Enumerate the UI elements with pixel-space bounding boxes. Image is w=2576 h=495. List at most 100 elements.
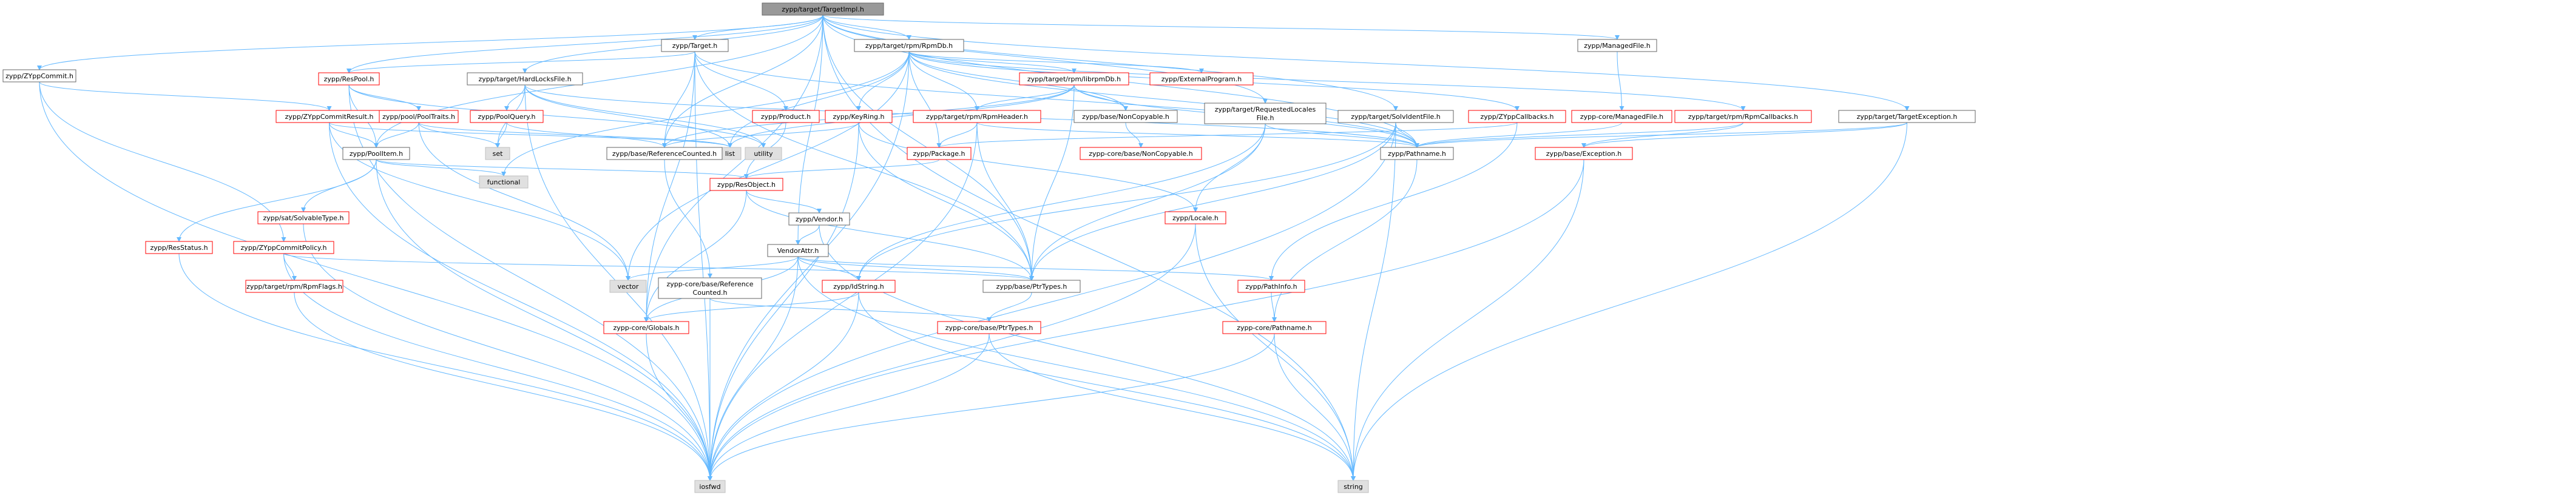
edge-commitresult-to-poolitem	[329, 122, 379, 148]
node-pooltraits-label-line: zypp/pool/PoolTraits.h	[382, 113, 455, 121]
node-globals[interactable]: zypp-core/Globals.h	[603, 321, 689, 334]
edge-root-to-globals	[644, 15, 823, 322]
node-respool[interactable]: zypp/ResPool.h	[318, 72, 380, 86]
node-refcounted-label-line: zypp/base/ReferenceCounted.h	[612, 150, 717, 158]
edge-hardlocks-to-poolquery	[504, 84, 526, 111]
node-solvidentfile[interactable]: zypp/target/SolvIdentFile.h	[1337, 110, 1454, 123]
edge-baseexc-to-string	[1351, 159, 1584, 481]
node-commitpolicy-box	[233, 241, 334, 254]
edge-reqlocales-to-idstring	[856, 123, 1266, 281]
node-corepathname-label: zypp-core/Pathname.h	[1237, 324, 1312, 332]
node-targetexc[interactable]: zypp/target/TargetException.h	[1838, 110, 1976, 123]
node-reqlocales-label-line: File.h	[1257, 114, 1274, 122]
node-zyppcallbacks-box	[1468, 110, 1566, 123]
edge-solvabletype-to-iosfwd	[303, 223, 712, 481]
node-root-label-line: zypp/target/TargetImpl.h	[782, 5, 864, 13]
node-vendor[interactable]: zypp/Vendor.h	[788, 212, 850, 226]
edge-target-to-respool	[347, 51, 695, 73]
node-poolquery[interactable]: zypp/PoolQuery.h	[470, 110, 544, 123]
node-pathname-label-line: zypp/Pathname.h	[1388, 150, 1446, 158]
edge-commitresult-to-vector	[329, 122, 630, 281]
node-vendorattr[interactable]: VendorAttr.h	[767, 244, 829, 257]
edge-corerefcounted-to-coreptrtypes	[709, 298, 992, 322]
node-string-label-line: string	[1344, 483, 1363, 491]
node-zyppcallbacks[interactable]: zypp/ZYppCallbacks.h	[1468, 110, 1566, 123]
node-poolitem-label-line: zypp/PoolItem.h	[350, 150, 403, 158]
node-hardlocks[interactable]: zypp/target/HardLocksFile.h	[467, 72, 583, 86]
node-ptrtypes-label-line: zypp/base/PtrTypes.h	[996, 283, 1067, 291]
node-target-label: zypp/Target.h	[672, 42, 717, 50]
node-target[interactable]: zypp/Target.h	[661, 39, 729, 52]
node-product-box	[752, 110, 820, 123]
node-package[interactable]: zypp/Package.h	[907, 147, 972, 160]
node-corerefcounted-box	[658, 277, 762, 299]
node-refcounted[interactable]: zypp/base/ReferenceCounted.h	[606, 147, 723, 160]
edge-keyring-to-refcounted	[662, 122, 859, 148]
edge-targetexc-to-pathname	[1415, 122, 1907, 148]
edge-rpmdb-to-librpmdb	[908, 51, 1077, 73]
edge-commitresult-to-iosfwd	[329, 122, 712, 481]
node-managedfile-box	[1577, 39, 1657, 52]
edge-idstring-to-string	[858, 292, 1356, 481]
node-ptrtypes[interactable]: zypp/base/PtrTypes.h	[982, 280, 1081, 293]
node-idstring-box	[822, 280, 896, 293]
edge-rpmdb-to-pathname	[908, 51, 1419, 148]
node-functional-box	[479, 175, 529, 189]
node-rpmheader[interactable]: zypp/target/rpm/RpmHeader.h	[913, 110, 1041, 123]
edges	[37, 15, 1910, 481]
edge-refcounted-to-corerefcounted	[664, 159, 712, 278]
node-pathname[interactable]: zypp/Pathname.h	[1380, 147, 1454, 160]
node-coremanagedfile[interactable]: zypp-core/ManagedFile.h	[1571, 110, 1672, 123]
node-resobject-label: zypp/ResObject.h	[717, 181, 776, 189]
node-resobject[interactable]: zypp/ResObject.h	[709, 178, 783, 191]
edge-target-to-product	[694, 51, 788, 111]
node-locale[interactable]: zypp/Locale.h	[1165, 211, 1226, 224]
node-product-label-line: zypp/Product.h	[761, 113, 811, 121]
node-baseexc[interactable]: zypp/base/Exception.h	[1535, 147, 1633, 160]
node-corenoncopy[interactable]: zypp-core/base/NonCopyable.h	[1080, 147, 1202, 160]
node-corenoncopy-label-line: zypp-core/base/NonCopyable.h	[1089, 150, 1193, 158]
node-pooltraits[interactable]: zypp/pool/PoolTraits.h	[379, 110, 459, 123]
node-functional-label-line: functional	[487, 178, 521, 186]
node-respool-box	[318, 72, 380, 86]
node-rpmflags[interactable]: zypp/target/rpm/RpmFlags.h	[245, 280, 343, 293]
node-librpmdb[interactable]: zypp/target/rpm/librpmDb.h	[1019, 72, 1129, 86]
node-idstring[interactable]: zypp/IdString.h	[822, 280, 896, 293]
node-iosfwd-box	[694, 480, 726, 493]
node-corepathname[interactable]: zypp-core/Pathname.h	[1222, 321, 1327, 334]
node-pathinfo[interactable]: zypp/PathInfo.h	[1237, 280, 1305, 293]
node-baseexc-label-line: zypp/base/Exception.h	[1546, 150, 1622, 158]
node-keyring-label-line: zypp/KeyRing.h	[833, 113, 884, 121]
node-root[interactable]: zypp/target/TargetImpl.h	[762, 2, 884, 16]
node-hardlocks-box	[467, 72, 583, 86]
node-resstatus[interactable]: zypp/ResStatus.h	[145, 241, 213, 254]
node-rpmcallbacks[interactable]: zypp/target/rpm/RpmCallbacks.h	[1674, 110, 1812, 123]
node-zyppcommit[interactable]: zypp/ZYppCommit.h	[2, 69, 76, 82]
edge-resobject-to-globals	[644, 190, 747, 322]
node-poolquery-box	[470, 110, 544, 123]
node-poolitem[interactable]: zypp/PoolItem.h	[342, 147, 410, 160]
edge-rpmdb-to-iosfwd	[708, 51, 910, 481]
node-extprog[interactable]: zypp/ExternalProgram.h	[1149, 72, 1254, 86]
node-solvabletype[interactable]: zypp/sat/SolvableType.h	[257, 211, 350, 224]
edge-solvidentfile-to-idstring	[856, 122, 1396, 281]
node-noncopyable[interactable]: zypp/base/NonCopyable.h	[1073, 110, 1178, 123]
node-rpmdb[interactable]: zypp/target/rpm/RpmDb.h	[854, 39, 964, 52]
node-product[interactable]: zypp/Product.h	[752, 110, 820, 123]
node-commitresult[interactable]: zypp/ZYppCommitResult.h	[276, 110, 383, 123]
node-pooltraits-label: zypp/pool/PoolTraits.h	[382, 113, 455, 121]
edge-root-to-target	[692, 15, 823, 40]
node-rpmflags-label: zypp/target/rpm/RpmFlags.h	[246, 283, 342, 291]
node-managedfile-label-line: zypp/ManagedFile.h	[1584, 42, 1651, 50]
node-noncopyable-label: zypp/base/NonCopyable.h	[1082, 113, 1169, 121]
node-keyring[interactable]: zypp/KeyRing.h	[825, 110, 893, 123]
edge-rpmheader-to-iosfwd	[708, 122, 978, 481]
node-commitpolicy[interactable]: zypp/ZYppCommitPolicy.h	[233, 241, 334, 254]
node-coreptrtypes[interactable]: zypp-core/base/PtrTypes.h	[937, 321, 1041, 334]
node-utility: utility	[745, 147, 782, 160]
edge-librpmdb-to-rpmheader	[975, 84, 1075, 111]
edge-commitpolicy-to-ptrtypes	[283, 253, 1034, 281]
node-managedfile[interactable]: zypp/ManagedFile.h	[1577, 39, 1657, 52]
